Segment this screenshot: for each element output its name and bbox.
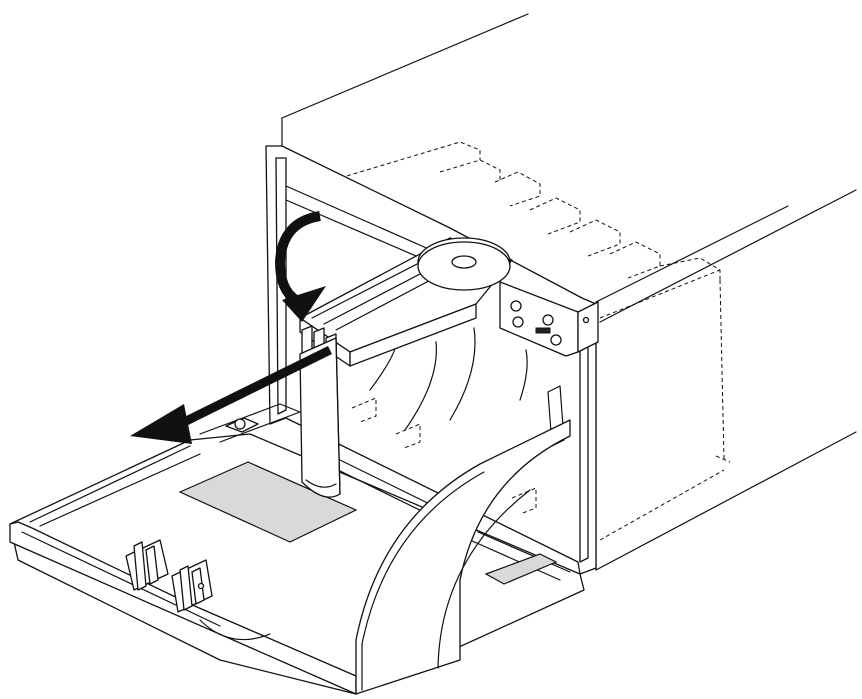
rotate-arrow-icon (274, 211, 326, 322)
paper-guide-curve (355, 419, 571, 695)
control-panel (499, 281, 599, 357)
terminal-clips (125, 539, 213, 613)
chart-paper-pack (299, 337, 341, 498)
inner-guides (351, 327, 565, 515)
pull-out-arrow-icon (130, 345, 332, 444)
